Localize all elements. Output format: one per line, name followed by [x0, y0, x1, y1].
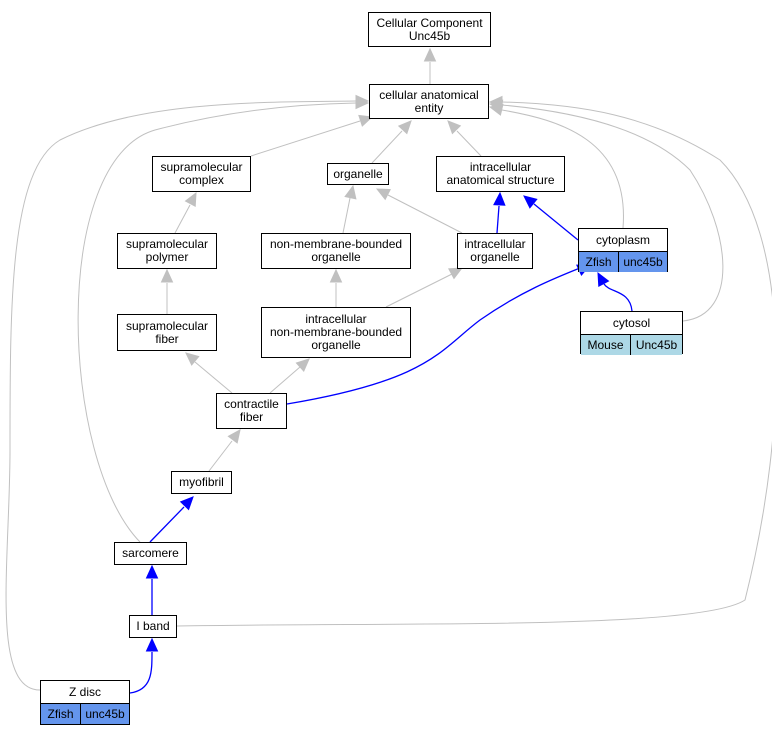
- node-cytosol-tags: Mouse Unc45b: [581, 335, 682, 355]
- arrowhead: [375, 188, 391, 201]
- node-supramolecular-complex[interactable]: supramolecular complex: [152, 156, 251, 192]
- edge-inmbo-to-io: [385, 267, 464, 308]
- arrowhead: [523, 195, 538, 209]
- edge-smp-to-smc: [174, 191, 197, 234]
- edge-smf-to-smp: [160, 268, 174, 314]
- arrowhead: [145, 637, 159, 652]
- edge-sarcomere-to-myofibril: [149, 496, 194, 543]
- edge-zdisc-to-cae: [5, 94, 370, 691]
- tag-gene-unc45b-mouse: Unc45b: [631, 335, 682, 355]
- tag-mouse: Mouse: [581, 335, 631, 355]
- arrowhead: [448, 267, 464, 280]
- tag-zfish: Zfish: [579, 252, 619, 272]
- node-non-membrane-bounded-organelle[interactable]: non-membrane-bounded organelle: [261, 233, 411, 269]
- edge-cf-to-smf: [185, 352, 233, 394]
- edge-iband-to-sarcomere: [145, 564, 159, 615]
- arrowhead: [493, 191, 506, 206]
- node-myofibril[interactable]: myofibril: [171, 471, 232, 494]
- node-supramolecular-polymer[interactable]: supramolecular polymer: [117, 233, 217, 269]
- node-supramolecular-fiber[interactable]: supramolecular fiber: [117, 314, 217, 351]
- arrowhead: [227, 429, 241, 444]
- node-intracellular-organelle[interactable]: intracellular organelle: [457, 233, 533, 269]
- tag-gene-unc45b: unc45b: [619, 252, 667, 272]
- arrowhead: [488, 95, 503, 109]
- node-cytosol-label: cytosol: [581, 312, 682, 335]
- node-cellular-component-unc45b[interactable]: Cellular Component Unc45b: [368, 12, 491, 47]
- arrowhead: [597, 271, 610, 287]
- edge-smc-to-cae: [250, 114, 374, 157]
- arrowhead: [179, 496, 194, 511]
- node-i-band[interactable]: I band: [129, 615, 177, 638]
- node-cytosol[interactable]: cytosol Mouse Unc45b: [580, 311, 683, 355]
- arrowhead: [145, 564, 159, 579]
- edge-cytosol-to-cytoplasm: [597, 271, 633, 312]
- arrowhead: [344, 184, 357, 200]
- arrowhead: [358, 114, 374, 127]
- node-organelle[interactable]: organelle: [327, 163, 389, 185]
- node-contractile-fiber[interactable]: contractile fiber: [216, 393, 287, 429]
- edge-cytoplasm-to-ias: [523, 195, 579, 241]
- node-sarcomere[interactable]: sarcomere: [114, 542, 187, 565]
- edge-iband-to-cae: [176, 95, 772, 627]
- arrowhead: [397, 120, 412, 135]
- edge-cae-to-root: [423, 47, 437, 84]
- edge-inmbo-to-nmbo: [329, 268, 343, 307]
- node-cytoplasm[interactable]: cytoplasm Zfish unc45b: [578, 228, 668, 272]
- tag-gene-unc45b: unc45b: [81, 704, 129, 724]
- node-cytoplasm-tags: Zfish unc45b: [579, 252, 667, 272]
- edge-nmbo-to-organelle: [342, 184, 357, 234]
- node-z-disc-tags: Zfish unc45b: [41, 704, 129, 724]
- arrowhead: [423, 47, 437, 62]
- arrowhead: [329, 268, 343, 283]
- edge-cytosol-to-cae: [488, 99, 724, 322]
- arrowhead: [355, 94, 370, 108]
- node-cellular-anatomical-entity[interactable]: cellular anatomical entity: [369, 84, 489, 119]
- node-z-disc-label: Z disc: [41, 681, 129, 704]
- node-intracellular-anatomical-structure[interactable]: intracellular anatomical structure: [436, 156, 565, 192]
- edge-ias-to-cae: [447, 120, 482, 157]
- edge-cf-to-inmbo: [269, 358, 310, 394]
- tag-zfish: Zfish: [41, 704, 81, 724]
- edge-zdisc-to-iband: [129, 637, 159, 694]
- arrowhead: [160, 268, 174, 283]
- arrowhead: [184, 191, 197, 207]
- node-intracellular-non-membrane-bounded-organelle[interactable]: intracellular non-membrane-bounded organ…: [261, 307, 411, 358]
- arrowhead: [185, 352, 200, 366]
- node-z-disc[interactable]: Z disc Zfish unc45b: [40, 680, 130, 725]
- edge-io-to-ias: [493, 191, 506, 234]
- node-cytoplasm-label: cytoplasm: [579, 229, 667, 252]
- edge-myofibril-to-cf: [208, 429, 241, 472]
- edge-organelle-to-cae: [371, 120, 412, 164]
- arrowhead: [447, 120, 462, 135]
- arrowhead: [295, 358, 310, 373]
- edge-io-to-organelle: [375, 188, 463, 234]
